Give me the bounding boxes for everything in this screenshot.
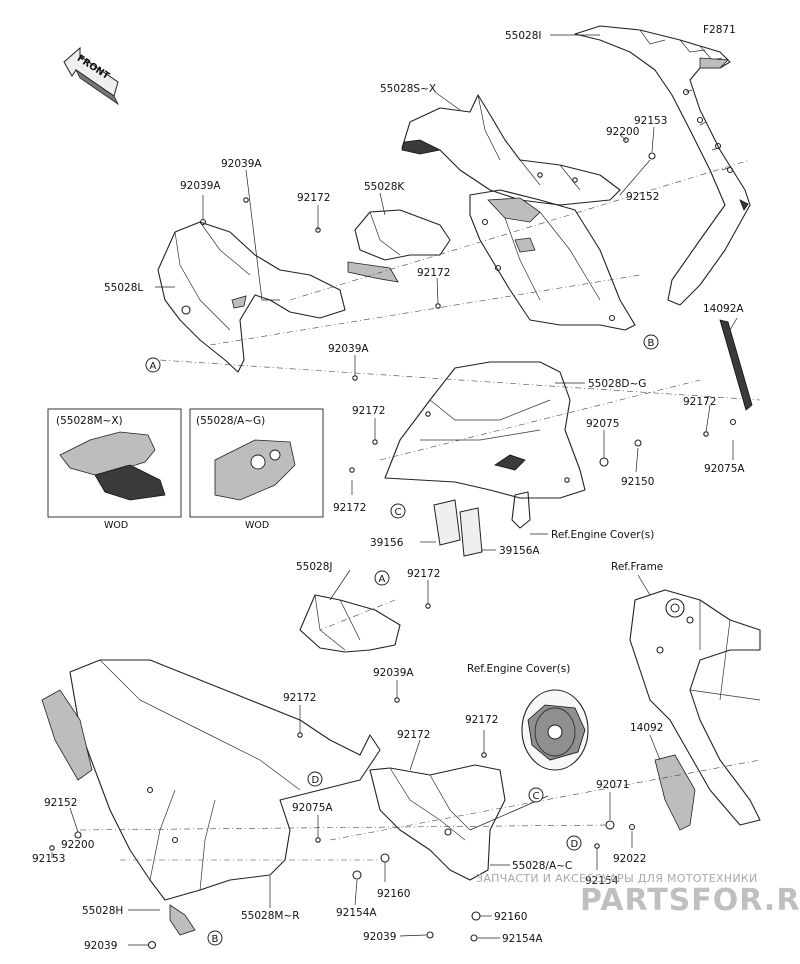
diagram-code: F2871 [703,24,736,36]
engine-cover-drawing [521,689,589,771]
label-14092: 14092 [630,722,663,734]
label-92150: 92150 [621,476,654,488]
label-92154A-2: 92154A [502,933,543,945]
label-92039-1: 92039 [363,931,396,943]
label-92152-top: 92152 [626,191,659,203]
pads-39156-drawing [433,499,483,557]
label-ref-frame: Ref.Frame [611,561,663,573]
svg-text:D: D [312,775,320,786]
panel-55028J-drawing [299,594,401,653]
inset-right: (55028/A~G) WOD [189,408,324,531]
svg-text:C: C [533,791,540,802]
label-39156: 39156 [370,537,404,549]
label-92160-1: 92160 [377,888,410,900]
label-55028L: 55028L [104,282,143,294]
label-92160-2: 92160 [494,911,527,923]
label-55028I: 55028I [505,30,542,42]
lower-panel-55028AC-drawing [369,764,506,881]
watermark-line1: ЗАПЧАСТИ И АКСЕССУАРЫ ДЛЯ МОТОТЕХНИКИ [476,872,758,885]
label-92154: 92154 [585,875,619,887]
label-92039-2: 92039 [84,940,117,952]
label-92071: 92071 [596,779,629,791]
label-92172-7: 92172 [283,692,316,704]
label-92039A-1: 92039A [221,158,262,170]
bracket-14092A-drawing [719,319,753,426]
part-labels: 55028I 55028S~X 92153 92200 92152 92039A… [32,30,745,952]
label-92200-top: 92200 [606,126,639,138]
inset-right-title: (55028/A~G) [196,415,265,427]
label-92172-3: 92172 [352,405,385,417]
label-92039A-3: 92039A [328,343,369,355]
callout-B-bottom: B [207,930,223,946]
label-92172-2: 92172 [417,267,450,279]
callout-A-top: A [145,357,161,373]
label-55028J: 55028J [296,561,333,573]
callout-B-top: B [643,334,659,350]
label-92172-4: 92172 [683,396,716,408]
inset-left: (55028M~X) WOD [47,408,182,531]
bracket-14092-drawing [605,754,696,831]
label-ref-engine-cover-2: Ref.Engine Cover(s) [467,663,570,675]
label-92075A-top: 92075A [704,463,745,475]
inset-left-caption: WOD [104,520,128,531]
watermark-line2: PARTSFOR.RU [580,883,800,918]
callout-A-bottom: A [374,570,390,586]
callout-C-top: C [390,503,406,519]
label-92152-bot: 92152 [44,797,77,809]
svg-text:A: A [379,574,386,585]
label-92200-bot: 92200 [61,839,94,851]
lower-cowl-drawing [41,659,381,936]
label-92172-8: 92172 [465,714,498,726]
label-55028AC: 55028/A~C [512,860,572,872]
label-92075: 92075 [586,418,619,430]
upper-cowl-drawing [574,25,751,306]
label-55028MR: 55028M~R [241,910,300,922]
label-39156A: 39156A [499,545,540,557]
label-92172-9: 92172 [397,729,430,741]
callout-C-bottom: C [528,787,544,803]
label-92022: 92022 [613,853,646,865]
svg-text:B: B [648,338,655,349]
inset-right-caption: WOD [245,520,269,531]
upper-side-cowl-drawing [401,94,621,206]
middle-fairing-drawing [469,189,636,331]
svg-text:A: A [150,361,157,372]
label-92172-5: 92172 [333,502,366,514]
inset-left-title: (55028M~X) [56,415,123,427]
callout-D-left: D [307,771,323,787]
side-panel-55028L-drawing [157,221,346,373]
watermark: ЗАПЧАСТИ И АКСЕССУАРЫ ДЛЯ МОТОТЕХНИКИ PA… [476,872,800,918]
label-92153-bot: 92153 [32,853,65,865]
label-92039A-4: 92039A [373,667,414,679]
label-14092A: 14092A [703,303,744,315]
label-92154A-1: 92154A [336,907,377,919]
label-92039A-2: 92039A [180,180,221,192]
label-92172-6: 92172 [407,568,440,580]
lower-side-fairing-drawing [384,361,586,499]
frame-drawing [629,589,761,826]
label-55028SX: 55028S~X [380,83,436,95]
inner-panel-55028K-drawing [347,209,451,283]
label-92153-top: 92153 [634,115,667,127]
svg-text:D: D [571,839,579,850]
label-92075A-bot: 92075A [292,802,333,814]
alignment-lines [79,159,761,861]
label-55028DG: 55028D~G [588,378,646,390]
label-92172-1: 92172 [297,192,330,204]
svg-text:C: C [395,507,402,518]
callout-D-right: D [566,835,582,851]
front-arrow-icon: FRONT [63,46,120,106]
label-55028K: 55028K [364,181,405,193]
label-55028H: 55028H [82,905,123,917]
label-ref-engine-cover-1: Ref.Engine Cover(s) [551,529,654,541]
svg-text:B: B [212,934,219,945]
